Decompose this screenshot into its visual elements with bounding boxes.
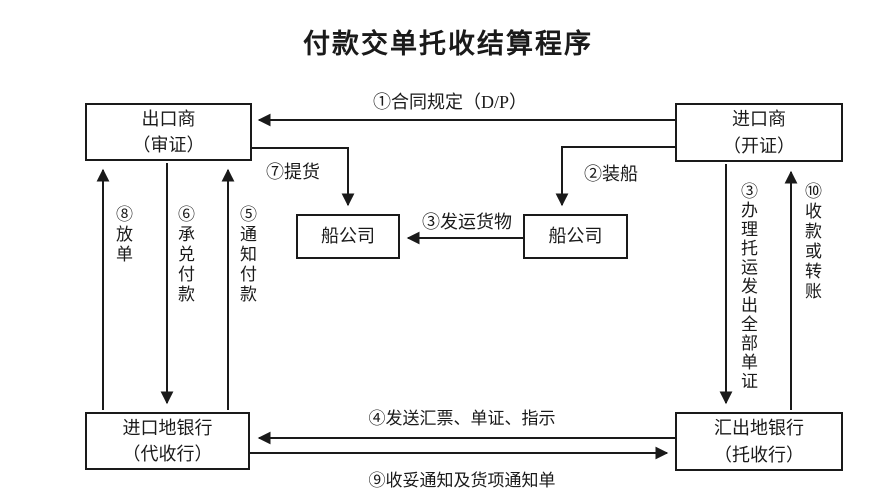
label-accept-payment: ⑥承兑付款 bbox=[175, 205, 194, 305]
label-consign-docs: ③办理托运发出全部单证 bbox=[738, 182, 757, 391]
node-shipping-right-name: 船公司 bbox=[548, 226, 603, 247]
label-contract: ①合同规定（D/P） bbox=[372, 92, 528, 112]
label-send-drafts: ④发送汇票、单证、指示 bbox=[368, 409, 556, 428]
node-exporter: 出口商 （审证） bbox=[85, 103, 252, 161]
label-release-docs: ⑧放单 bbox=[113, 205, 132, 265]
label-load-ship: ②装船 bbox=[584, 164, 638, 184]
label-notify-payment: ⑤通知付款 bbox=[237, 205, 256, 305]
line-load-ship bbox=[555, 146, 675, 207]
node-exporter-name: 出口商 bbox=[141, 108, 196, 129]
node-remitting-bank-name: 汇出地银行 bbox=[714, 418, 804, 439]
label-receipt-notice: ⑨收妥通知及货项通知单 bbox=[368, 471, 556, 490]
node-importer-bank: 进口地银行 （代收行） bbox=[85, 412, 250, 470]
line-take-delivery bbox=[252, 147, 355, 207]
node-importer: 进口商 （开证） bbox=[675, 103, 843, 162]
page-title: 付款交单托收结算程序 bbox=[303, 29, 593, 59]
label-collect-transfer: ⑩收款或转账 bbox=[802, 182, 821, 302]
node-remitting-bank-role: （托收行） bbox=[714, 444, 804, 465]
node-importer-bank-role: （代收行） bbox=[122, 444, 213, 464]
node-exporter-role: （审证） bbox=[132, 135, 205, 155]
node-importer-bank-name: 进口地银行 bbox=[122, 417, 213, 438]
node-importer-role: （开证） bbox=[723, 135, 795, 156]
node-importer-name: 进口商 bbox=[732, 109, 786, 130]
node-shipping-right: 船公司 bbox=[523, 214, 628, 259]
label-dispatch-goods: ③发运货物 bbox=[422, 212, 512, 232]
node-shipping-left-name: 船公司 bbox=[321, 226, 375, 247]
label-take-delivery: ⑦提货 bbox=[266, 162, 320, 182]
node-remitting-bank: 汇出地银行 （托收行） bbox=[675, 412, 843, 471]
node-shipping-left: 船公司 bbox=[296, 214, 400, 259]
